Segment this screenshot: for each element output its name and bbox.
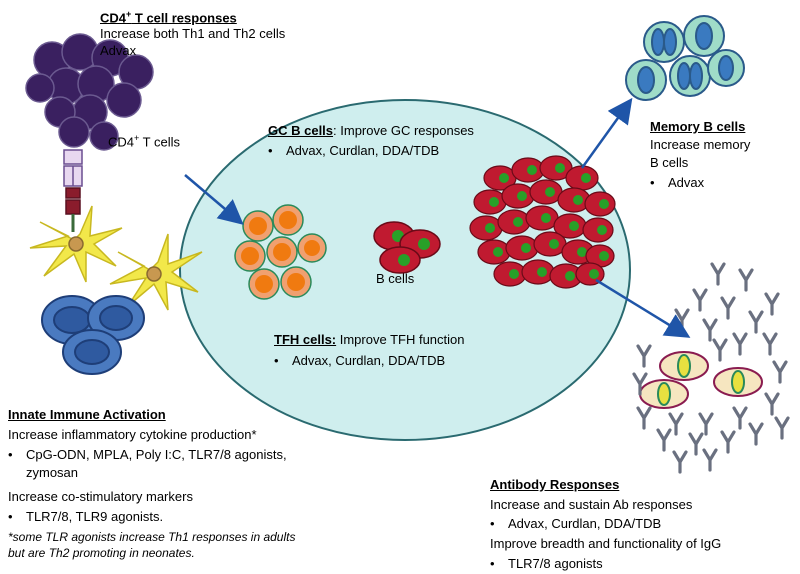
cd4-heading: CD4+ T cell responses <box>100 6 237 26</box>
cd4-cell-label-rest: T cells <box>139 134 180 150</box>
gc-heading-rest: : Improve GC responses <box>333 123 474 138</box>
innate-line2: Increase co-stimulatory markers <box>8 489 193 504</box>
dendritic-cell-icon <box>29 205 203 311</box>
antibody-line2: Improve breadth and functionality of IgG <box>490 536 722 551</box>
tfh-cell-icon <box>234 204 327 300</box>
innate-note1: *some TLR agonists increase Th1 response… <box>8 530 296 544</box>
gc-heading-text: GC B cells <box>268 123 334 138</box>
memory-line1: Increase memory <box>650 137 751 152</box>
tfh-heading: TFH cells: Improve TFH function <box>274 331 465 348</box>
arrow-to-memory <box>580 97 633 169</box>
gc-heading: GC B cells: Improve GC responses <box>268 122 474 139</box>
gc-bullet: Advax, Curdlan, DDA/TDB <box>268 142 439 159</box>
innate-cell-icon <box>41 295 145 375</box>
tfh-bullet: Advax, Curdlan, DDA/TDB <box>274 352 445 369</box>
plasma-cell-icon <box>639 351 763 409</box>
b-cell-icon <box>373 221 441 274</box>
innate-bullet1b: zymosan <box>26 465 79 480</box>
antibody-y-icon <box>632 262 790 474</box>
memory-heading: Memory B cells <box>650 119 746 134</box>
antibody-bullet2: TLR7/8 agonists <box>490 555 603 572</box>
cd4-t-cell-cluster-icon <box>25 33 154 151</box>
cd4-line1: Increase both Th1 and Th2 cells <box>100 26 286 41</box>
arrow-to-antibody <box>595 278 691 338</box>
innate-heading: Innate Immune Activation <box>8 407 166 422</box>
b-cells-label: B cells <box>376 271 415 286</box>
innate-bullet2: TLR7/8, TLR9 agonists. <box>8 508 163 525</box>
flow-arrows <box>184 97 691 338</box>
memory-bullet: Advax <box>650 174 704 191</box>
cd4-cell-label-text: CD4 <box>108 134 135 150</box>
innate-bullet1a: CpG-ODN, MPLA, Poly I:C, TLR7/8 agonists… <box>8 446 287 463</box>
cd4-line2: Advax <box>100 43 137 58</box>
memory-b-cell-icon <box>625 15 745 101</box>
gc-b-cell-cluster-icon <box>469 155 616 289</box>
cd4-heading-text: CD4 <box>100 10 127 26</box>
tfh-heading-text: TFH cells: <box>274 332 337 347</box>
cd4-heading-sup: + <box>126 9 132 19</box>
cd4-cell-label: CD4+ T cells <box>108 130 180 150</box>
innate-note2: but are Th2 promoting in neonates. <box>8 546 195 560</box>
tcr-receptor-icon <box>63 149 83 232</box>
tfh-heading-rest: Improve TFH function <box>336 332 465 347</box>
cd4-cell-label-sup: + <box>134 133 140 143</box>
memory-line2: B cells <box>650 155 689 170</box>
antibody-bullet1: Advax, Curdlan, DDA/TDB <box>490 515 661 532</box>
cd4-heading-rest: T cell responses <box>131 10 237 26</box>
arrow-to-tfh <box>184 174 244 225</box>
innate-line1: Increase inflammatory cytokine productio… <box>8 427 257 442</box>
antibody-line1: Increase and sustain Ab responses <box>490 497 693 512</box>
antibody-heading: Antibody Responses <box>490 477 620 492</box>
